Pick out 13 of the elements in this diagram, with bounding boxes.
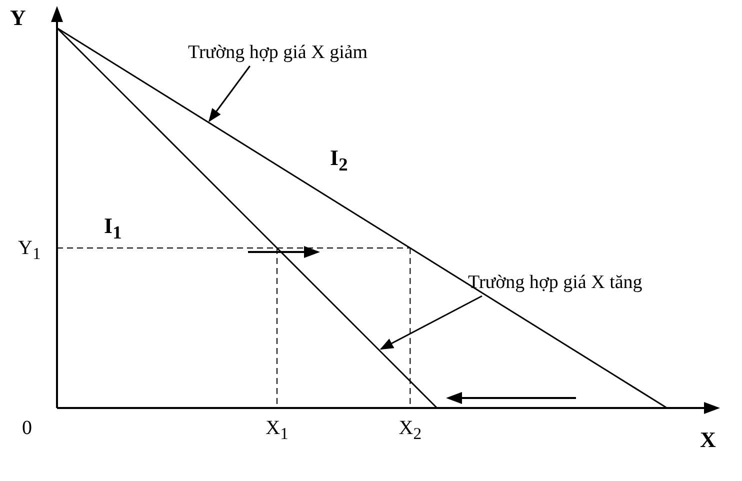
axis-label: X$_{2}$ bbox=[398, 416, 422, 445]
line-label: I$_{2}$ bbox=[330, 146, 348, 176]
callout-text: Trường hợp giá X giảm bbox=[188, 40, 368, 66]
axis-label: X$_{1}$ bbox=[266, 416, 288, 445]
leader-arrow bbox=[208, 66, 250, 122]
axis-label: Y bbox=[10, 6, 26, 30]
axis-label: Y$_{1}$ bbox=[18, 236, 41, 265]
leader-arrow bbox=[380, 295, 482, 350]
budget-line bbox=[56, 27, 668, 409]
line-label: I$_{1}$ bbox=[104, 214, 122, 244]
callout-text: Trường hợp giá X tăng bbox=[468, 270, 642, 296]
axis-label: 0 bbox=[22, 416, 32, 440]
axis-label: X bbox=[700, 428, 716, 452]
